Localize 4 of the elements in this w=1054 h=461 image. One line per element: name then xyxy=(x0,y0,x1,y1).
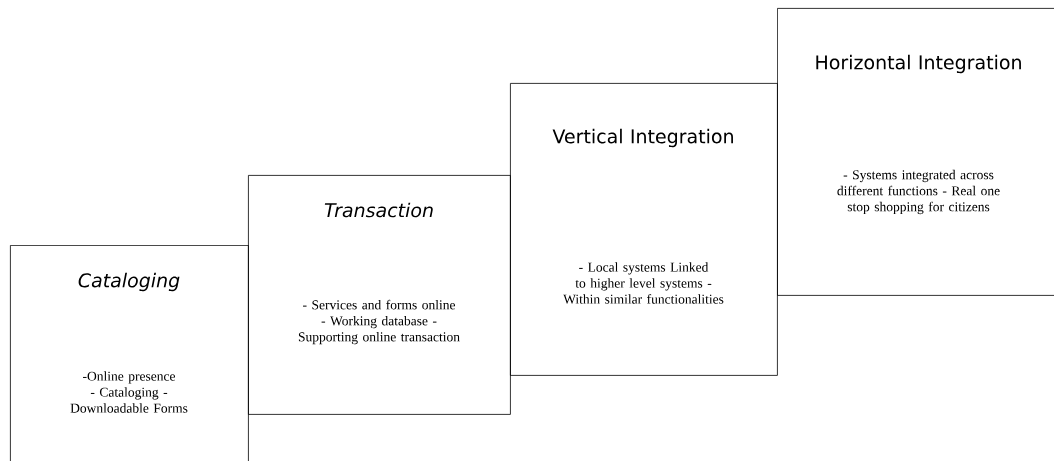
stage-box: Horizontal Integration - Systems integrated across different functions - Real one stop shopping for citizens xyxy=(777,8,1054,296)
stage-box: Transaction - Services and forms online - Working database -Supporting online transaction xyxy=(248,175,511,415)
stage-box: Vertical Integration - Local systems Linked to higher level systems - Within similar functionalities xyxy=(510,83,778,376)
stage-box: Cataloging -Online presence - Cataloging - Downloadable Forms xyxy=(10,245,249,461)
